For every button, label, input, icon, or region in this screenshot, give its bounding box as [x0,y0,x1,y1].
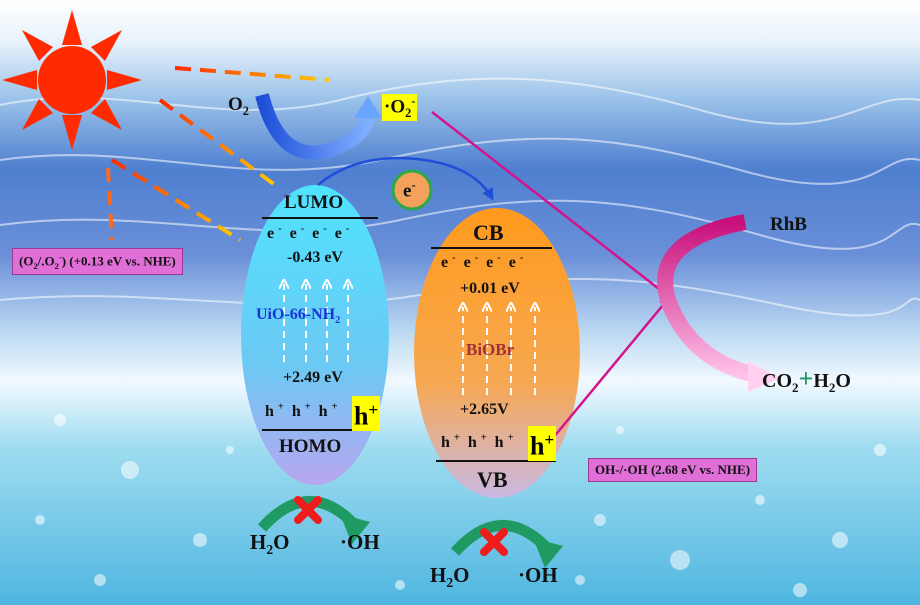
vb-holes: h+ h+ h+ [441,433,514,452]
left-hydroxyl-label: ·OH [340,530,380,554]
cb-electrons: e- e- e- e- [441,253,524,272]
homo-holes: h+ h+ h+ [265,402,338,421]
electron-bubble-label: e- [403,178,416,202]
right-cross-icon [480,528,508,556]
left-cross-icon [294,496,322,524]
cb-label: CB [473,220,504,245]
sunlight-rays [110,66,331,242]
electron-transfer-arrow [317,156,494,201]
electron-bubble [391,169,433,211]
products-label: CO2+H2O [762,364,851,395]
uio-big-hole: h+ [352,396,381,431]
superoxide-label: ·O2- [382,94,418,122]
vb-label: VB [477,467,508,492]
excitation-arrows-right [463,307,535,395]
uio-vb-potential: +2.49 eV [283,369,343,386]
rhb-label: RhB [770,214,807,235]
biobr-ellipse [414,208,580,498]
homo-label: HOMO [279,436,342,457]
biobr-vb-potential: +2.65V [460,401,509,418]
uio-cb-potential: -0.43 eV [287,249,343,266]
excitation-arrows-left [284,284,348,362]
water-bubbles [35,414,886,597]
biobr-cb-potential: +0.01 eV [460,280,520,297]
hole-to-rhb-arrow [552,297,670,439]
superoxide-to-rhb-arrow [431,111,670,298]
left-water-label: H2O [250,530,290,558]
left-green-arrow [257,495,356,532]
right-hydroxyl-label: ·OH [518,563,558,587]
hydroxyl-potential-note: OH-/·OH (2.68 eV vs. NHE) [588,458,758,482]
biobr-big-hole: h+ [528,426,557,461]
uio-material-label: UiO-66-NH2 [256,306,341,327]
biobr-material-label: BiOBr [466,340,515,359]
rhb-degradation-arrow [657,214,757,383]
right-green-arrow [450,519,549,556]
o2-label: O2 [228,94,249,118]
right-water-label: H2O [430,563,470,591]
sun-icon [2,10,142,150]
superoxide-potential-note: (O2/.O2-) (+0.13 eV vs. NHE) [12,248,183,275]
lumo-electrons: e- e- e- e- [267,224,350,243]
o2-reduction-arrow [255,93,375,160]
lumo-label: LUMO [284,192,344,213]
